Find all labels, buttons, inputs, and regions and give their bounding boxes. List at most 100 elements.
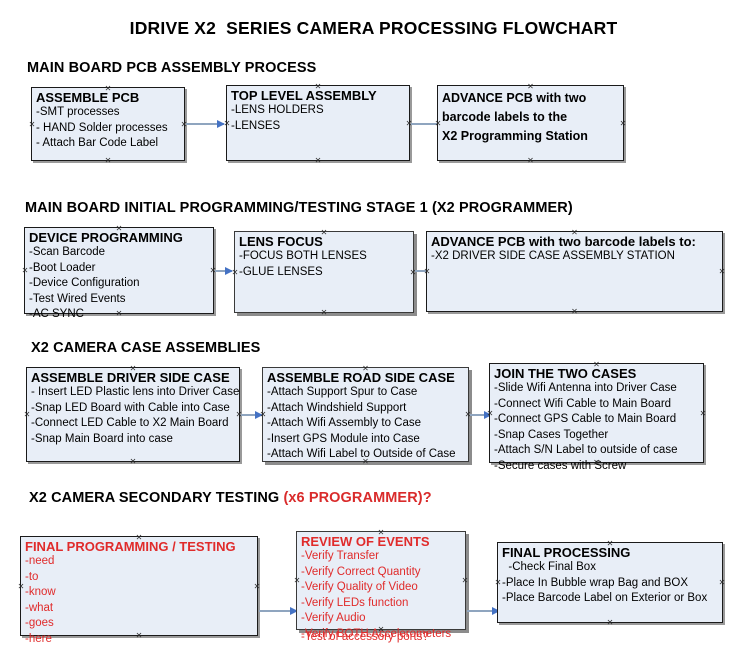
box-title: ASSEMBLE PCB	[36, 90, 140, 105]
section-header-text: MAIN BOARD PCB ASSEMBLY PROCESS	[27, 60, 317, 76]
box-line: -Boot Loader	[29, 261, 96, 274]
box-line: -Verify LEDs function	[301, 596, 409, 609]
box-line: barcode labels to the	[442, 110, 568, 124]
section-header-x2-camera-case-assemblies: X2 CAMERA CASE ASSEMBLIES	[31, 340, 260, 356]
connection-point-bottom[interactable]	[105, 157, 112, 164]
box-line: -Secure cases with Screw	[494, 459, 627, 472]
box-line: -SMT processes	[36, 106, 120, 118]
box-line: -FOCUS BOTH LENSES	[239, 250, 367, 262]
box-assemble-pcb[interactable]: ASSEMBLE PCB -SMT processes - HAND Solde…	[31, 87, 185, 161]
box-body: -SMT processes - HAND Solder processes -…	[32, 105, 184, 152]
box-body: ADVANCE PCB with two barcode labels to t…	[438, 86, 623, 146]
box-line: -Slide Wifi Antenna into Driver Case	[494, 382, 677, 394]
box-title: LENS FOCUS	[239, 234, 323, 249]
section-header-x2-camera-secondary-testing: X2 CAMERA SECONDARY TESTING (x6 PROGRAMM…	[29, 490, 432, 506]
box-title: JOIN THE TWO CASES	[494, 366, 637, 381]
box-line: -AC SYNC	[29, 308, 84, 320]
connection-point-right[interactable]	[719, 268, 726, 275]
box-line: -to	[25, 570, 39, 583]
box-body: -FOCUS BOTH LENSES -GLUE LENSES	[235, 249, 413, 280]
box-advance-pcb-driver-side-case[interactable]: ADVANCE PCB with two barcode labels to: …	[426, 231, 723, 312]
box-body: -Slide Wifi Antenna into Driver Case -Co…	[490, 381, 703, 474]
box-title: ADVANCE PCB with two barcode labels to:	[431, 234, 696, 249]
box-join-the-two-cases[interactable]: JOIN THE TWO CASES -Slide Wifi Antenna i…	[489, 363, 704, 472]
box-title: TOP LEVEL ASSEMBLY	[231, 88, 377, 103]
box-top-level-assembly[interactable]: TOP LEVEL ASSEMBLY -LENS HOLDERS -LENSES	[226, 85, 410, 161]
box-line: -Verify Transfer	[301, 550, 379, 562]
box-final-processing[interactable]: FINAL PROCESSING -Check Final Box -Place…	[497, 542, 723, 623]
box-title: DEVICE PROGRAMMING	[29, 230, 183, 245]
box-lens-focus[interactable]: LENS FOCUS -FOCUS BOTH LENSES -GLUE LENS…	[234, 231, 414, 313]
box-line: -Verify Audio	[301, 612, 366, 624]
box-line: - Attach Bar Code Label	[36, 137, 159, 149]
section-header-main-board-pcb-assembly: MAIN BOARD PCB ASSEMBLY PROCESS	[27, 60, 316, 76]
connection-point-bottom[interactable]	[607, 619, 614, 626]
box-line: -Device Configuration	[29, 277, 140, 289]
section-header-text: X2 CAMERA SECONDARY TESTING	[29, 490, 284, 506]
connection-point-bottom[interactable]	[527, 157, 534, 164]
box-review-of-events[interactable]: REVIEW OF EVENTS -Verify Transfer -Verif…	[296, 531, 466, 643]
connection-point-bottom[interactable]	[315, 157, 322, 164]
box-line: -Attach Support Spur to Case	[267, 386, 418, 398]
box-line: - HAND Solder processes	[36, 121, 168, 134]
box-final-programming-testing[interactable]: FINAL PROGRAMMING / TESTING -need -to -k…	[20, 536, 258, 645]
box-body: -Check Final Box -Place In Bubble wrap B…	[498, 560, 722, 607]
connector-device-programming-to-lens-focus	[215, 267, 233, 275]
box-body: -Verify Transfer -Verify Correct Quantit…	[297, 549, 465, 642]
box-overflow-line: -Test of accessory ports?	[301, 630, 429, 643]
connector-driver-side-to-road-side	[241, 411, 263, 419]
box-title: REVIEW OF EVENTS	[301, 534, 430, 549]
box-title: FINAL PROCESSING	[502, 545, 631, 560]
box-line: -Verify Correct Quantity	[301, 565, 421, 578]
connector-review-of-events-to-final-processing	[467, 607, 500, 615]
box-title: FINAL PROGRAMMING / TESTING	[25, 539, 236, 554]
connector-final-programming-to-review-of-events	[259, 607, 298, 615]
box-line: -Place In Bubble wrap Bag and BOX	[502, 576, 689, 589]
box-assemble-road-side-case[interactable]: ASSEMBLE ROAD SIDE CASE -Attach Support …	[262, 367, 469, 462]
connection-point-bottom[interactable]	[130, 458, 137, 465]
box-line: -GLUE LENSES	[239, 265, 323, 278]
box-line: -Snap Main Board into case	[31, 432, 173, 445]
box-line: -Attach Windshield Support	[267, 401, 407, 414]
box-line: -Snap Cases Together	[494, 428, 609, 441]
page-title: IDRIVE X2 SERIES CAMERA PROCESSING FLOWC…	[129, 18, 618, 38]
box-body: -need -to -know -what -goes -here	[21, 554, 257, 647]
box-body: -X2 DRIVER SIDE CASE ASSEMBLY STATION	[427, 249, 722, 265]
box-body: -LENS HOLDERS -LENSES	[227, 103, 409, 134]
section-header-text: X2 CAMERA CASE ASSEMBLIES	[31, 340, 261, 356]
box-line: -Place Barcode Label on Exterior or Box	[502, 592, 708, 604]
box-line: -Check Final Box	[502, 561, 596, 573]
box-line: X2 Programming Station	[442, 129, 588, 143]
connector-road-side-to-join-cases	[470, 411, 492, 419]
box-line: -Insert GPS Module into Case	[267, 432, 420, 445]
box-line: -Attach Wifi Label to Outside of Case	[267, 448, 456, 460]
box-device-programming[interactable]: DEVICE PROGRAMMING -Scan Barcode -Boot L…	[24, 227, 214, 320]
box-line: -goes	[25, 617, 54, 629]
box-line: -what	[25, 601, 54, 614]
box-line: - Insert LED Plastic lens into Driver Ca…	[31, 386, 240, 398]
box-line: -Verify Quality of Video	[301, 581, 418, 593]
box-line: -Scan Barcode	[29, 246, 106, 258]
box-title: ASSEMBLE ROAD SIDE CASE	[267, 370, 455, 385]
box-line: -Connect Wifi Cable to Main Board	[494, 397, 672, 410]
connector-assemble-pcb-to-top-level-assembly	[186, 120, 225, 128]
box-line: -Attach S/N Label to outside of case	[494, 444, 678, 456]
box-advance-pcb-x2-programming-station[interactable]: ADVANCE PCB with two barcode labels to t…	[437, 85, 624, 161]
box-body: -Attach Support Spur to Case -Attach Win…	[263, 385, 468, 463]
section-header-accent: (x6 PROGRAMMER)?	[283, 490, 432, 506]
box-assemble-driver-side-case[interactable]: ASSEMBLE DRIVER SIDE CASE - Insert LED P…	[26, 367, 240, 462]
connection-point-bottom[interactable]	[571, 308, 578, 315]
box-line: -know	[25, 586, 56, 598]
box-body: -Scan Barcode -Boot Loader -Device Confi…	[25, 245, 213, 323]
box-title: ASSEMBLE DRIVER SIDE CASE	[31, 370, 230, 385]
box-line: -need	[25, 555, 55, 567]
section-header-main-board-initial-programming: MAIN BOARD INITIAL PROGRAMMING/TESTING S…	[25, 200, 573, 216]
box-line: ADVANCE PCB with two	[442, 91, 587, 105]
box-line: -here	[25, 632, 52, 645]
box-line: -LENSES	[231, 119, 281, 132]
box-line: -Attach Wifi Assembly to Case	[267, 417, 422, 429]
section-header-text: MAIN BOARD INITIAL PROGRAMMING/TESTING S…	[25, 200, 573, 216]
box-line: -Verify BOTH Accelerometers	[301, 627, 452, 640]
connection-point-bottom[interactable]	[321, 309, 328, 316]
